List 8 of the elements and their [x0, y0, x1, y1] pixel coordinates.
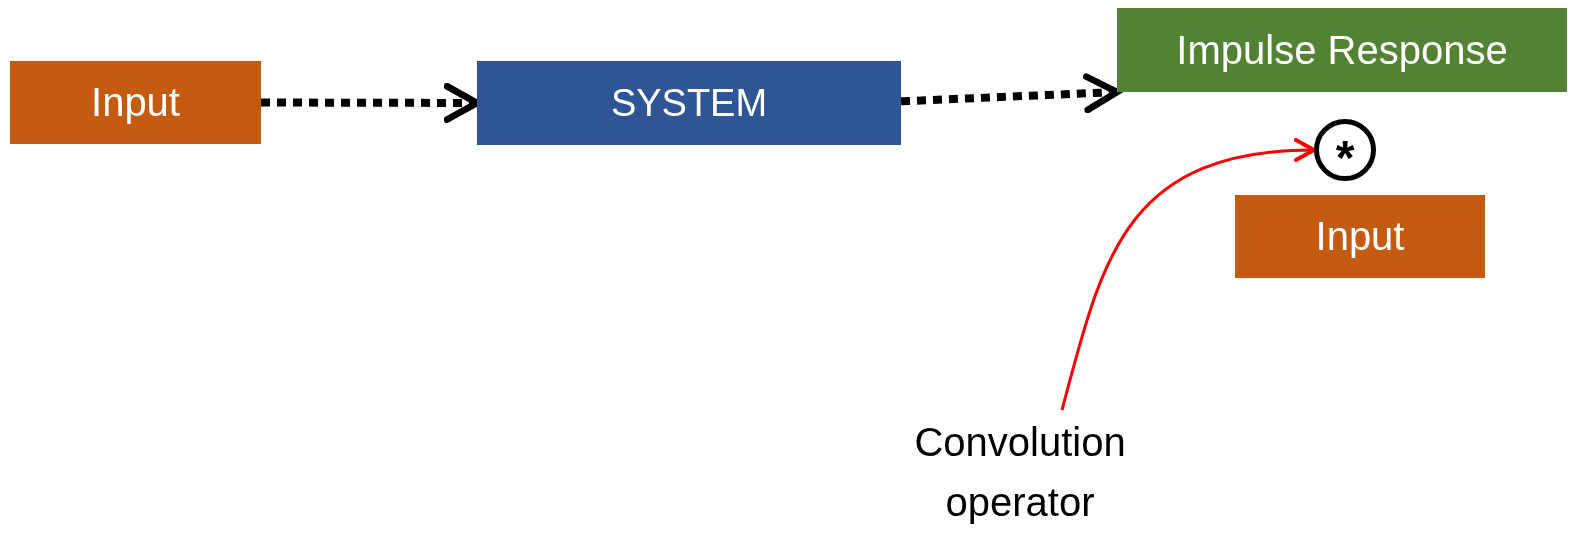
convolution-symbol: * — [1314, 119, 1376, 181]
impulse-response-box: Impulse Response — [1117, 8, 1567, 92]
leader-line — [1060, 138, 1316, 411]
annotation-text: Convolution operator — [913, 419, 1127, 526]
system-box: SYSTEM — [477, 61, 901, 145]
input-box: Input — [1235, 195, 1485, 278]
input-box: Input — [10, 61, 261, 144]
dotted-arrow — [900, 73, 1121, 114]
